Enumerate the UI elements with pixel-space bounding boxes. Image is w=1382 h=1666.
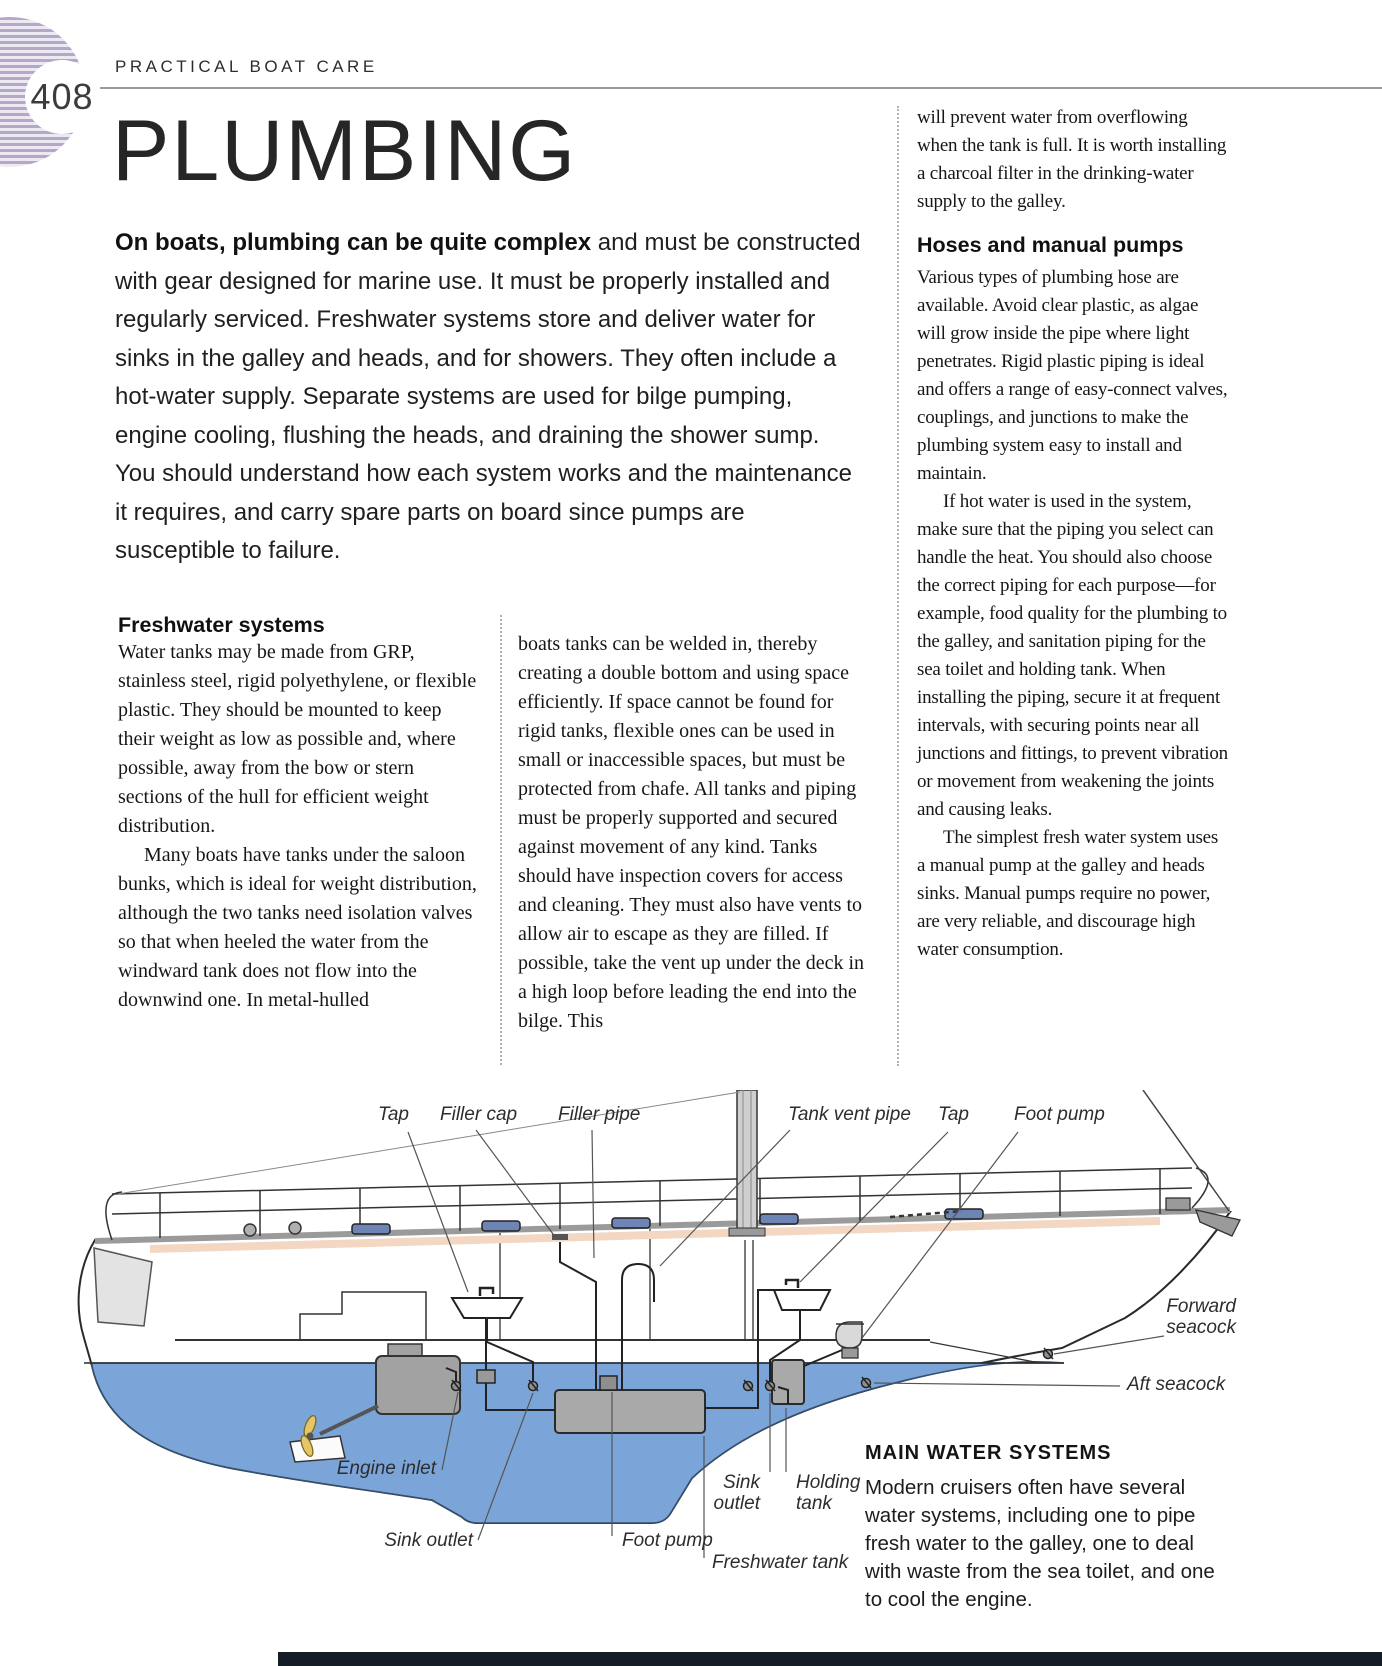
body-paragraph: boats tanks can be welded in, thereby cr… xyxy=(518,633,865,1032)
leader-lines xyxy=(407,1129,1165,1558)
page-edge-bar xyxy=(278,1652,1382,1666)
label-freshwater-tank: Freshwater tank xyxy=(712,1552,849,1573)
column-freshwater-systems: Freshwater systems Water tanks may be ma… xyxy=(118,612,478,1015)
caption-heading: MAIN WATER SYSTEMS xyxy=(865,1442,1112,1464)
intro-paragraph: On boats, plumbing can be quite complex … xyxy=(115,224,863,571)
winch-icon xyxy=(243,1223,257,1237)
body-paragraph: Water tanks may be made from GRP, stainl… xyxy=(118,641,477,837)
tank-foot-pump xyxy=(599,1375,618,1391)
caption-body: Modern cruisers often have several water… xyxy=(865,1476,1215,1611)
label-sink-outlet-1: Sink outlet xyxy=(384,1530,473,1551)
column-separator xyxy=(897,106,899,1066)
forestay xyxy=(1142,1090,1230,1212)
body-paragraph: The simplest fresh water system uses a m… xyxy=(917,827,1219,960)
water xyxy=(91,1361,1065,1524)
column-separator xyxy=(500,615,502,1065)
mast xyxy=(736,1090,758,1231)
label-tap-2: Tap xyxy=(938,1104,969,1125)
diagram-caption: MAIN WATER SYSTEMS Modern cruisers often… xyxy=(865,1442,1217,1614)
body-paragraph: Many boats have tanks under the saloon b… xyxy=(118,844,477,1011)
windlass xyxy=(1165,1197,1191,1211)
winch-icon xyxy=(288,1221,302,1235)
cockpit xyxy=(299,1291,427,1340)
label-aft-seacock: Aft seacock xyxy=(1127,1374,1226,1395)
label-filler-cap: Filler cap xyxy=(440,1104,518,1125)
label-foot-pump-top: Foot pump xyxy=(1014,1104,1105,1125)
deck-strip xyxy=(149,1217,1161,1253)
boat-plumbing-diagram: Tap Filler cap Filler pipe Tank vent pip… xyxy=(0,1090,1382,1650)
body-paragraph: will prevent water from overflowing when… xyxy=(917,107,1227,212)
filler-cap xyxy=(552,1234,568,1240)
heads-sink xyxy=(772,1289,832,1311)
prop-shaft xyxy=(319,1404,379,1436)
toerail xyxy=(94,1207,1231,1244)
galley-tap xyxy=(478,1286,495,1296)
stern-gear xyxy=(93,1247,153,1327)
label-holding-tank: Holding tank xyxy=(796,1472,861,1514)
body-paragraph: Various types of plumbing hose are avail… xyxy=(917,267,1228,484)
page-title: PLUMBING xyxy=(112,103,578,199)
backstay xyxy=(117,1091,741,1195)
intro-lead: On boats, plumbing can be quite complex xyxy=(115,229,592,256)
intro-rest: and must be constructed with gear design… xyxy=(115,229,861,564)
boat-drawing xyxy=(77,1090,1241,1558)
seacock-icons xyxy=(450,1347,1054,1392)
heading-freshwater-systems: Freshwater systems xyxy=(118,613,325,637)
label-foot-pump-bottom: Foot pump xyxy=(622,1530,713,1551)
body-paragraph: If hot water is used in the system, make… xyxy=(917,491,1228,820)
heading-hoses-and-manual-pumps: Hoses and manual pumps xyxy=(917,233,1184,257)
column-hoses-and-pumps: will prevent water from overflowing when… xyxy=(917,104,1229,964)
propeller-icon xyxy=(300,1415,317,1457)
label-engine-inlet: Engine inlet xyxy=(336,1458,436,1479)
label-forward-seacock: Forward seacock xyxy=(1166,1296,1236,1338)
label-tank-vent-pipe: Tank vent pipe xyxy=(788,1104,911,1125)
label-filler-pipe: Filler pipe xyxy=(558,1104,641,1125)
page-number-badge: 408 xyxy=(25,60,99,134)
anchor-chain xyxy=(889,1209,963,1219)
section-title: PRACTICAL BOAT CARE xyxy=(115,57,378,76)
bow-sole xyxy=(929,1341,1041,1364)
galley-sink xyxy=(450,1297,524,1319)
column-middle: boats tanks can be welded in, thereby cr… xyxy=(518,630,866,1036)
header-rule xyxy=(100,87,1382,89)
sea-toilet xyxy=(835,1321,864,1359)
galley-foot-pump xyxy=(476,1369,496,1384)
mast-step xyxy=(728,1227,766,1237)
heads-tap xyxy=(784,1278,800,1288)
bow-roller xyxy=(1195,1209,1241,1237)
label-tap-1: Tap xyxy=(378,1104,409,1125)
engine xyxy=(375,1355,461,1415)
label-sink-outlet-2: Sink outlet xyxy=(713,1472,760,1514)
freshwater-tank xyxy=(554,1389,706,1434)
